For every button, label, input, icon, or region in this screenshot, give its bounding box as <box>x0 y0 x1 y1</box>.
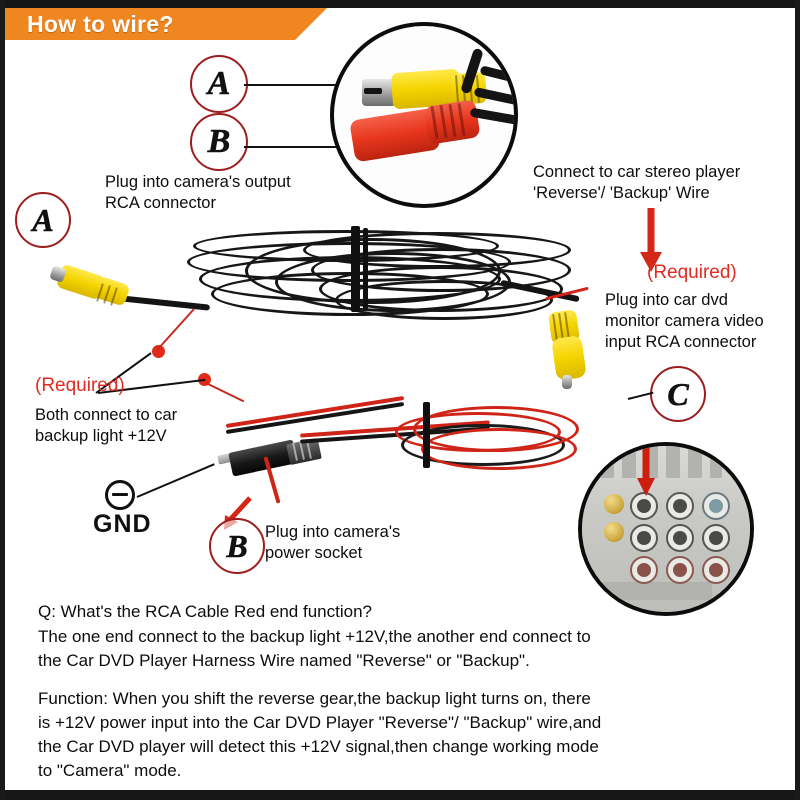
left-yellow-connector <box>48 262 148 314</box>
red-link-line <box>205 382 245 403</box>
gold-jack <box>604 494 624 514</box>
junction-dot <box>152 345 165 358</box>
page-title: How to wire? <box>27 10 174 37</box>
marker-b-top-letter: B <box>207 123 231 161</box>
dc-power-plug <box>217 437 338 480</box>
arrow-down-icon <box>640 208 662 272</box>
marker-c-right: C <box>650 366 706 422</box>
ground-symbol-icon <box>105 480 135 510</box>
rca-metal-slot <box>364 88 382 94</box>
label-dvd-input: Plug into car dvd monitor camera video i… <box>605 291 764 351</box>
marker-c-right-letter: C <box>667 375 689 412</box>
arrow-down-icon-panel <box>637 446 655 496</box>
banner-slant-edge <box>295 8 327 40</box>
power-cable-tie <box>423 402 430 468</box>
marker-b-top: B <box>190 113 248 171</box>
cable-tie <box>351 226 360 312</box>
leader-line-a <box>244 84 349 86</box>
ground-symbol-bar <box>112 493 128 496</box>
leader-line-b <box>244 146 344 148</box>
marker-a-left-letter: A <box>32 201 54 238</box>
border-left <box>0 0 5 800</box>
power-wire-coil <box>395 398 595 488</box>
gold-jack <box>604 522 624 542</box>
marker-b-bottom-letter: B <box>226 527 248 564</box>
border-right <box>795 0 800 800</box>
gnd-lead-line <box>136 463 215 498</box>
label-car-stereo: Connect to car stereo player 'Reverse'/ … <box>533 163 741 202</box>
function-description: Function: When you shift the reverse gea… <box>38 689 602 780</box>
label-gnd: GND <box>93 510 152 538</box>
connector-photo-inset <box>330 22 518 208</box>
label-required-left: (Required) <box>35 375 125 396</box>
cable-tie <box>363 228 368 310</box>
marker-a-top: A <box>190 55 248 113</box>
faq-question: Q: What's the RCA Cable Red end function… <box>38 602 372 621</box>
label-camera-output: Plug into camera's output RCA connector <box>105 173 291 212</box>
rca-jack <box>630 524 658 552</box>
label-camera-power: Plug into camera's power socket <box>265 523 401 562</box>
border-bottom <box>0 790 800 800</box>
label-backup-light: Both connect to car backup light +12V <box>35 406 178 445</box>
border-top <box>0 0 800 8</box>
rca-panel-photo-inset <box>578 442 754 616</box>
marker-a-left: A <box>15 192 71 248</box>
marker-a-top-letter: A <box>207 65 231 103</box>
cable-coil <box>185 222 585 342</box>
label-required-right: (Required) <box>647 262 737 283</box>
marker-b-bottom: B <box>209 518 265 574</box>
header-banner: How to wire? <box>5 8 295 40</box>
right-yellow-connector <box>540 305 620 389</box>
faq-answer: The one end connect to the backup light … <box>38 627 591 670</box>
